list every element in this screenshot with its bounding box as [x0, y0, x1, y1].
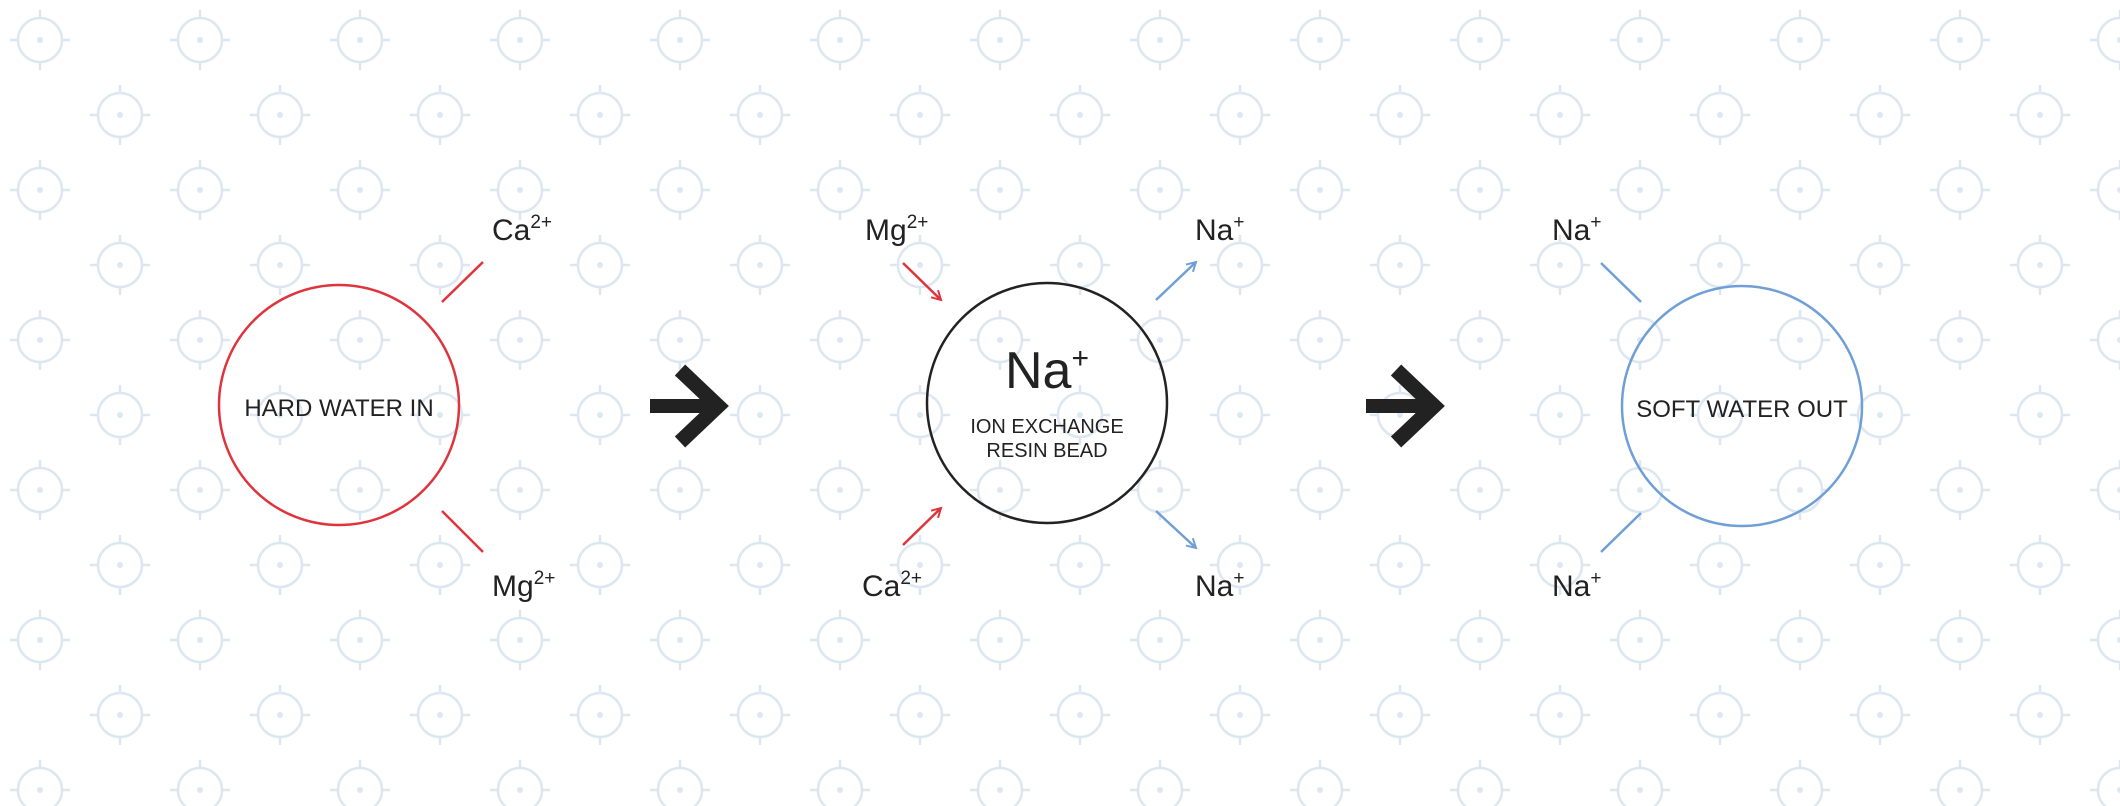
ion-na-soft-bottom-label: Na+ [1552, 568, 1601, 603]
soft-water-label: SOFT WATER OUT [1636, 396, 1848, 423]
resin-bead-circle [925, 281, 1169, 525]
soft-water-na-line-bottom [1600, 512, 1642, 553]
ion-na-out-top-label: Na+ [1195, 212, 1244, 247]
na-out-arrow-top [1155, 262, 1196, 301]
ion-na-out-bottom-label: Na+ [1195, 568, 1244, 603]
hard-water-mg-line [441, 510, 484, 553]
ion-ca-in-label: Ca2+ [862, 568, 922, 603]
resin-center-ion: Na+ [1005, 342, 1089, 400]
ion-mg-label: Mg2+ [492, 568, 555, 603]
mg-in-arrow [902, 262, 941, 300]
hard-water-node: HARD WATER IN Ca2+ Mg2+ [217, 212, 555, 603]
flow-arrow-icon [650, 364, 729, 448]
resin-label-line2: RESIN BEAD [986, 440, 1107, 462]
hard-water-ca-line [441, 261, 484, 303]
soft-water-na-line-top [1600, 262, 1642, 303]
na-out-arrow-bottom [1155, 510, 1196, 548]
soft-water-circle [1620, 284, 1864, 528]
ion-ca-label: Ca2+ [492, 212, 552, 247]
ca-in-arrow [902, 508, 941, 546]
soft-water-node: SOFT WATER OUT Na+ Na+ [1552, 212, 1864, 603]
flow-arrow-icon [1366, 364, 1445, 448]
resin-bead-node: Na+ ION EXCHANGE RESIN BEAD Mg2+ Ca2+ Na… [862, 212, 1244, 603]
resin-label-line1: ION EXCHANGE [970, 416, 1123, 438]
hard-water-label: HARD WATER IN [244, 395, 433, 422]
ion-mg-in-label: Mg2+ [865, 212, 928, 247]
hard-water-circle [217, 283, 461, 527]
ion-na-soft-top-label: Na+ [1552, 212, 1601, 247]
